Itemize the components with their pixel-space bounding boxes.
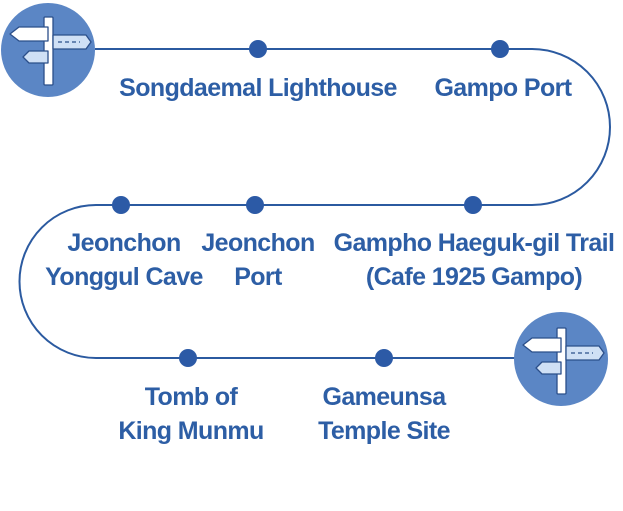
stop-label-songdaemal-lighthouse: Songdaemal Lighthouse [119,71,397,105]
stop-label-gampo-port: Gampo Port [434,71,572,105]
stop-dot-gameunsa-temple-site [375,349,393,367]
stop-label-tomb-of-king-munmu: Tomb of King Munmu [118,380,264,448]
stop-label-line: Gampho Haeguk-gil Trail [333,229,615,257]
stop-label-line: Tomb of [144,383,238,411]
stop-dot-jeonchon-port [246,196,264,214]
stop-label-line: Jeonchon [201,229,315,257]
stop-dot-gampho-haeguk-gil-trail [464,196,482,214]
stop-label-jeonchon-yonggul-cave: Jeonchon Yonggul Cave [45,226,203,294]
stop-label-line: Yonggul Cave [45,263,203,291]
route-line [18,48,611,359]
stop-label-line: Port [234,263,282,291]
signpost-icon [9,16,92,86]
end-badge [514,312,608,406]
start-badge [1,3,95,97]
stop-dot-gampo-port [491,40,509,58]
stop-label-line: (Cafe 1925 Gampo) [365,263,583,291]
stop-label-line: King Munmu [118,417,264,445]
stop-label-line: Temple Site [318,417,450,445]
signpost-icon [522,327,605,395]
stop-label-gampho-haeguk-gil-trail: Gampho Haeguk-gil Trail (Cafe 1925 Gampo… [334,226,615,294]
stop-label-line: Songdaemal Lighthouse [119,74,397,102]
stop-dot-songdaemal-lighthouse [249,40,267,58]
stop-label-jeonchon-port: Jeonchon Port [201,226,315,294]
stop-dot-jeonchon-yonggul-cave [112,196,130,214]
stop-label-line: Gampo Port [434,74,572,102]
stop-label-gameunsa-temple-site: Gameunsa Temple Site [318,380,450,448]
stop-label-line: Jeonchon [67,229,181,257]
stop-label-line: Gameunsa [322,383,446,411]
stop-dot-tomb-of-king-munmu [179,349,197,367]
